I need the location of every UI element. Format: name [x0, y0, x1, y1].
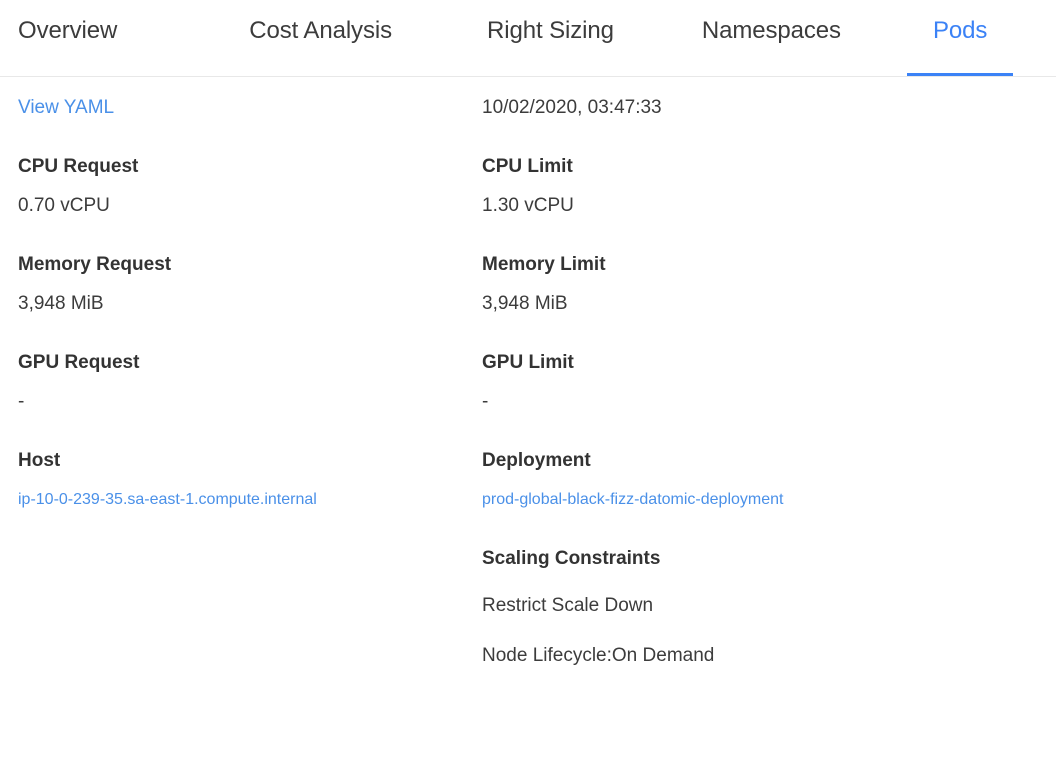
gpu-request-value: -: [18, 391, 25, 412]
field-gpu-request: GPU Request -: [18, 351, 464, 419]
tab-overview[interactable]: Overview: [18, 0, 117, 76]
tab-pods[interactable]: Pods: [906, 0, 1014, 76]
gpu-limit-label: GPU Limit: [482, 352, 574, 373]
gpu-limit-value: -: [482, 391, 489, 412]
cpu-limit-value: 1.30 vCPU: [482, 195, 574, 216]
cpu-request-value: 0.70 vCPU: [18, 195, 110, 216]
cpu-limit-label: CPU Limit: [482, 156, 573, 177]
field-deployment: Deployment prod-global-black-fizz-datomi…: [482, 449, 928, 517]
deployment-label: Deployment: [482, 450, 591, 471]
scaling-constraint-node-lifecycle: Node Lifecycle:On Demand: [482, 645, 715, 666]
field-gpu-limit: GPU Limit -: [482, 351, 928, 419]
details-right-column: 10/02/2020, 03:47:33 CPU Limit 1.30 vCPU…: [482, 77, 928, 673]
field-cpu-request: CPU Request 0.70 vCPU: [18, 155, 464, 223]
tab-right-sizing[interactable]: Right Sizing: [487, 0, 614, 76]
tab-cost-analysis[interactable]: Cost Analysis: [249, 0, 392, 76]
field-scaling-constraints: Scaling Constraints Restrict Scale Down …: [482, 547, 928, 673]
gpu-request-label: GPU Request: [18, 352, 140, 373]
memory-limit-value: 3,948 MiB: [482, 293, 568, 314]
memory-request-label: Memory Request: [18, 254, 172, 275]
host-link[interactable]: ip-10-0-239-35.sa-east-1.compute.interna…: [18, 491, 317, 508]
field-memory-limit: Memory Limit 3,948 MiB: [482, 253, 928, 321]
memory-request-value: 3,948 MiB: [18, 293, 104, 314]
field-cpu-limit: CPU Limit 1.30 vCPU: [482, 155, 928, 223]
view-yaml-link[interactable]: View YAML: [18, 97, 115, 118]
details-left-column: View YAML CPU Request 0.70 vCPU Memory R…: [18, 77, 464, 673]
tab-namespaces[interactable]: Namespaces: [702, 0, 841, 76]
field-memory-request: Memory Request 3,948 MiB: [18, 253, 464, 321]
memory-limit-label: Memory Limit: [482, 254, 606, 275]
scaling-constraints-label: Scaling Constraints: [482, 548, 661, 569]
field-host: Host ip-10-0-239-35.sa-east-1.compute.in…: [18, 449, 464, 517]
scaling-constraint-restrict-scale-down: Restrict Scale Down: [482, 595, 654, 616]
pod-timestamp: 10/02/2020, 03:47:33: [482, 97, 662, 118]
cpu-request-label: CPU Request: [18, 156, 139, 177]
host-label: Host: [18, 450, 61, 471]
pod-details-panel: View YAML CPU Request 0.70 vCPU Memory R…: [0, 77, 1056, 673]
deployment-link[interactable]: prod-global-black-fizz-datomic-deploymen…: [482, 491, 784, 508]
tab-list: Overview Cost Analysis Right Sizing Name…: [18, 0, 1038, 76]
tab-bar: Overview Cost Analysis Right Sizing Name…: [0, 0, 1056, 77]
